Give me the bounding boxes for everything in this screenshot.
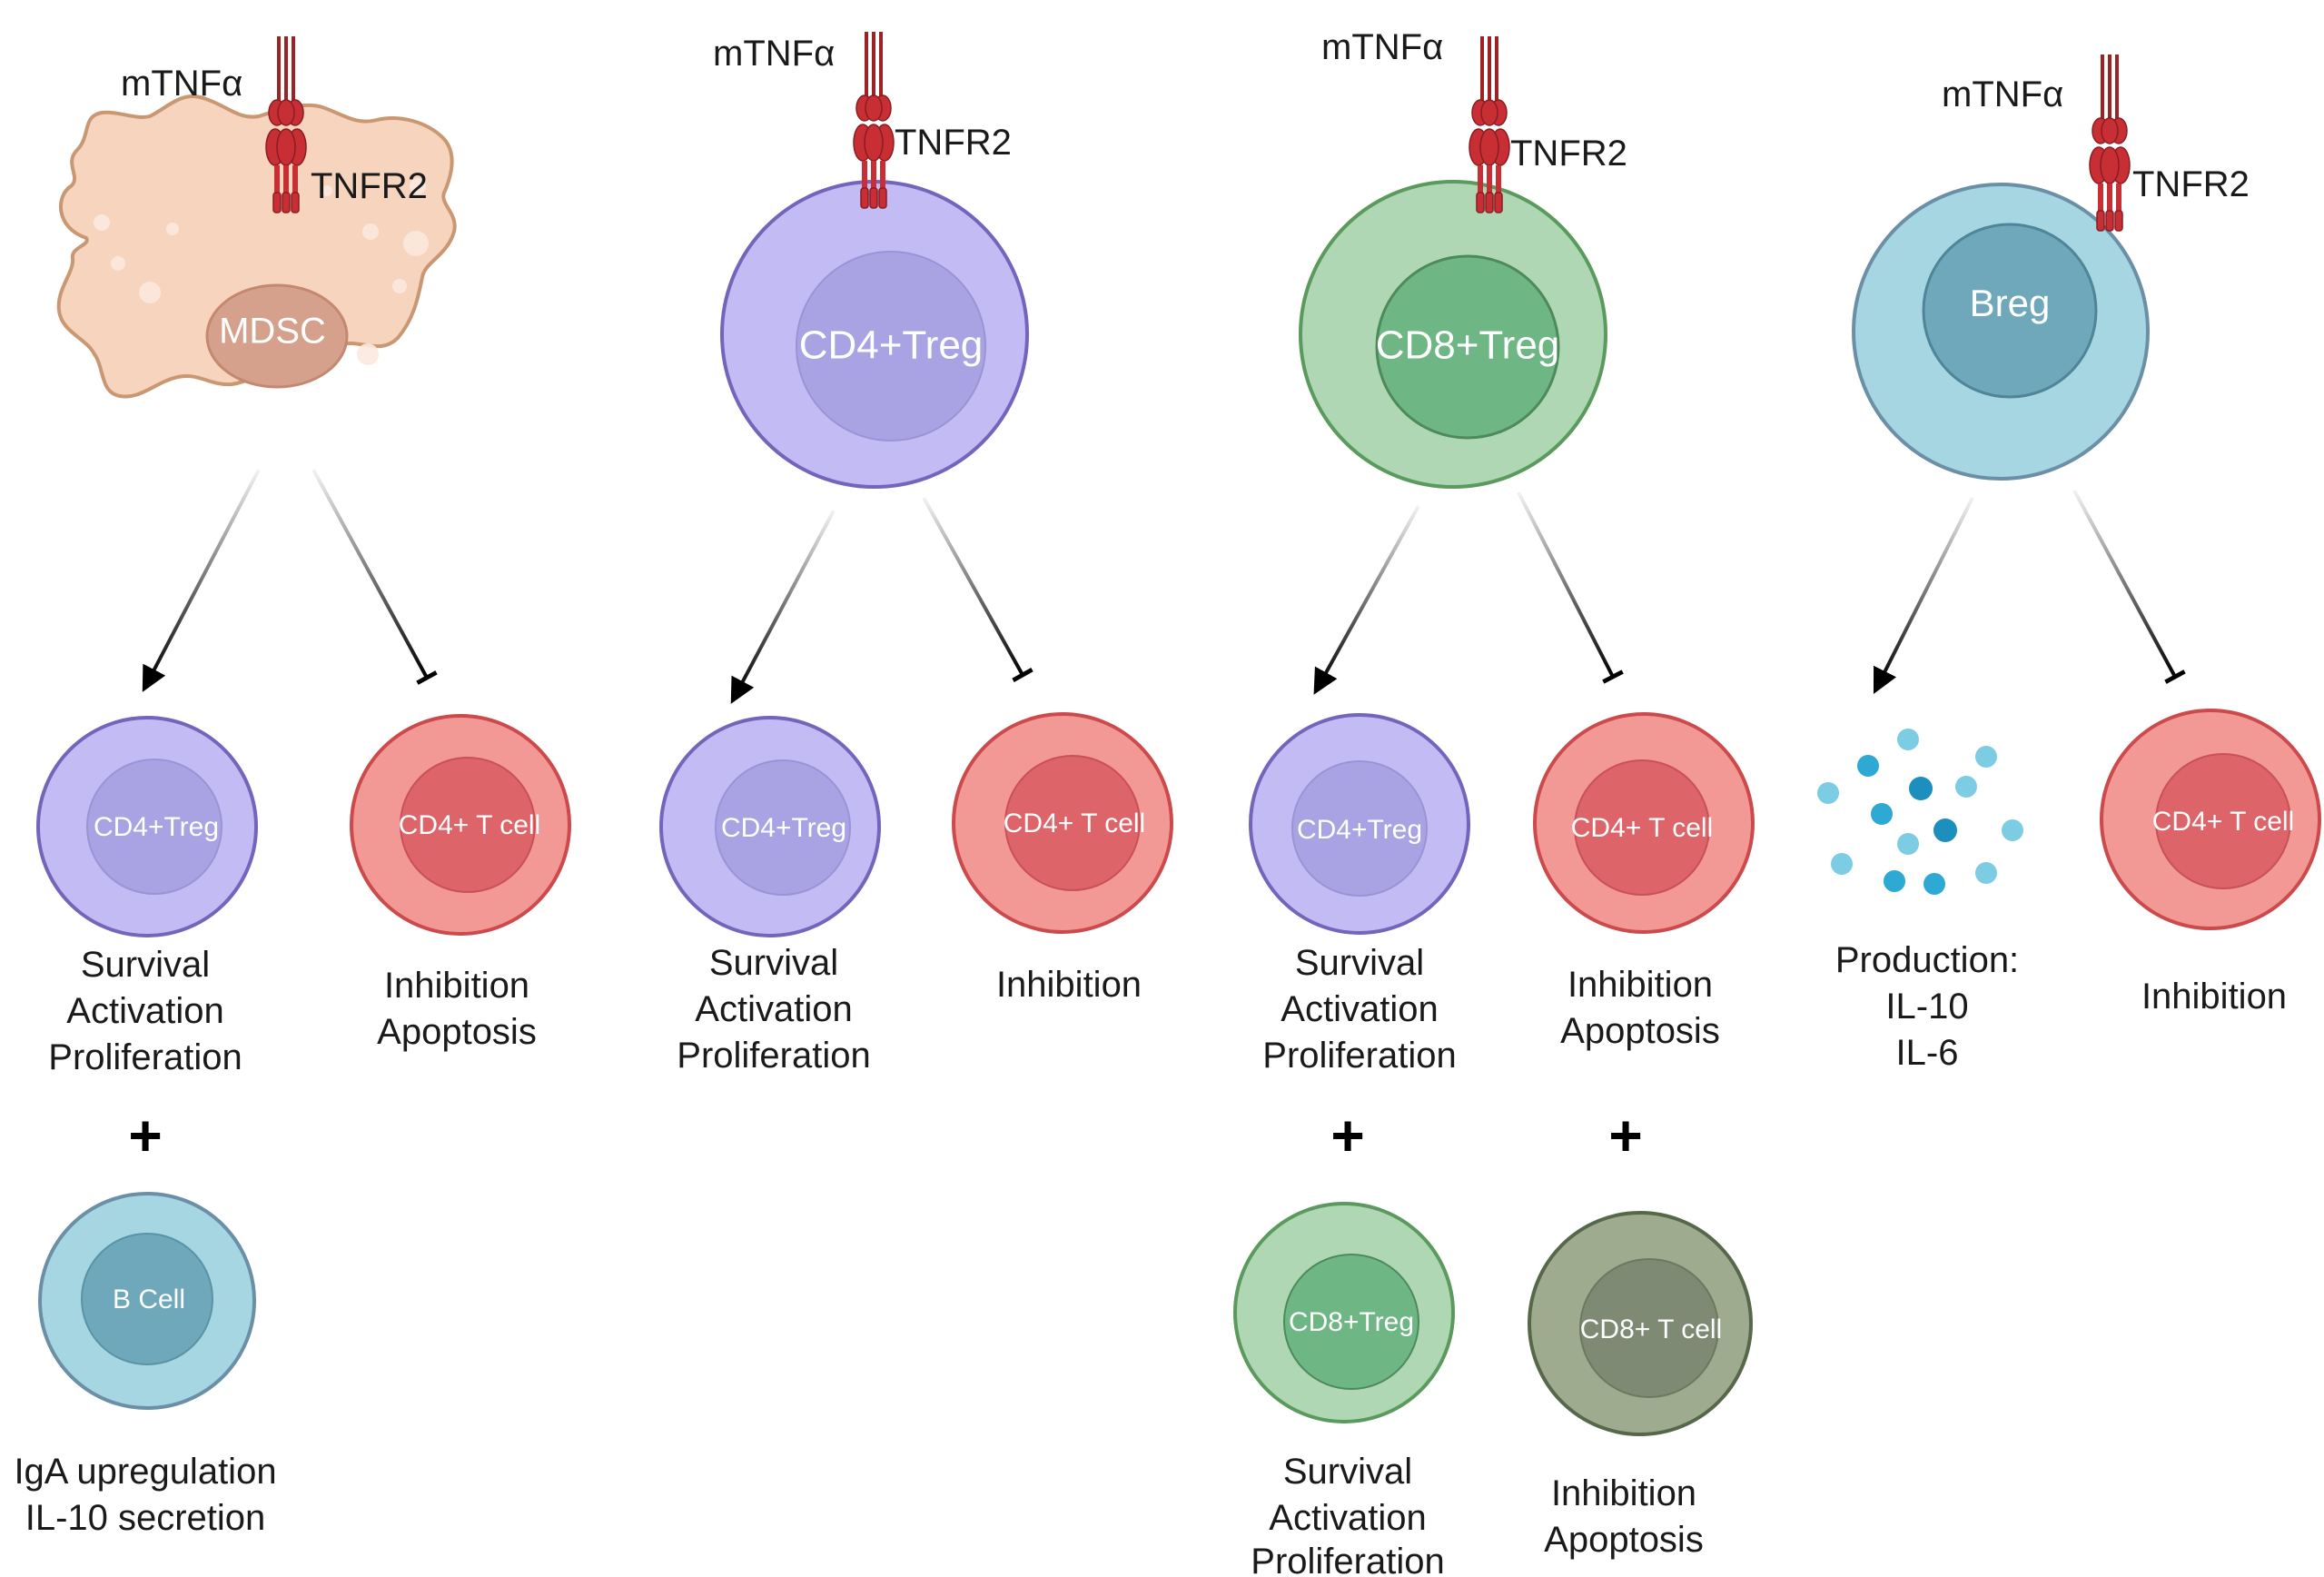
cd8treg-outcome-apoptosis: Apoptosis <box>1560 1011 1720 1051</box>
cd4treg-source-nucleus <box>796 251 986 441</box>
cd8treg-target-cd8tcell: CD8+ T cell <box>1528 1211 1753 1436</box>
cd4treg-target-cd4tcell: CD4+ T cell <box>952 712 1173 934</box>
svg-text:CD4+ T cell: CD4+ T cell <box>1004 808 1145 838</box>
cd8treg-source-nucleus <box>1375 254 1560 440</box>
mdsc-target-cd4treg: CD4+Treg <box>36 716 258 937</box>
svg-text:CD4+ T cell: CD4+ T cell <box>1571 813 1713 843</box>
mdsc-activation-arrow <box>142 469 261 692</box>
cd8treg-bottom-activation: Activation <box>1269 1498 1426 1538</box>
svg-text:CD4+ T cell: CD4+ T cell <box>399 810 540 840</box>
mdsc-column: MDSC mTNFα TNFR2 CD4+Treg CD4+ T cell Su… <box>14 35 571 1538</box>
cd8treg-column: CD8+Treg mTNFα TNFR2 CD4+Treg CD4+ T cel… <box>1233 27 1755 1577</box>
mdsc-mtnfa-label: mTNFα <box>121 64 242 104</box>
breg-outcome-inhibition: Inhibition <box>2141 977 2287 1017</box>
cd8treg-plus-sign-right: + <box>1608 1103 1642 1168</box>
breg-source-label: Breg <box>1970 282 2051 324</box>
cd8treg-mtnfa-label: mTNFα <box>1321 27 1443 67</box>
mdsc-outcome-activation: Activation <box>66 991 223 1031</box>
breg-cytokine-particles <box>1817 729 2023 895</box>
mdsc-target-bcell: B Cell <box>38 1192 256 1410</box>
cd8treg-bottom-apoptosis: Apoptosis <box>1544 1520 1704 1560</box>
svg-text:CD8+ T cell: CD8+ T cell <box>1580 1314 1722 1344</box>
mdsc-inhibition-arrow <box>312 469 438 685</box>
mdsc-outcome-inhibition: Inhibition <box>384 966 529 1006</box>
breg-inhibition-arrow <box>2072 490 2186 684</box>
mdsc-outcome-iga: IgA upregulation <box>14 1452 276 1492</box>
breg-receptor-complex <box>2088 53 2131 233</box>
cd4treg-mtnfa-label: mTNFα <box>713 34 835 74</box>
cd8treg-outcome-inhibition: Inhibition <box>1567 965 1713 1005</box>
breg-activation-arrow <box>1873 497 1974 694</box>
mdsc-label: MDSC <box>219 312 326 352</box>
cd8treg-outcome-activation: Activation <box>1281 989 1438 1029</box>
cd8treg-target-cd8treg: CD8+Treg <box>1233 1202 1455 1423</box>
breg-outcome-il6: IL-6 <box>1896 1033 1959 1073</box>
svg-text:CD4+Treg: CD4+Treg <box>94 812 219 842</box>
cd4treg-inhibition-arrow <box>922 497 1033 682</box>
cd4treg-outcome-survival: Survival <box>709 943 838 983</box>
cd8treg-bottom-inhibition: Inhibition <box>1551 1473 1696 1513</box>
cd4treg-outcome-inhibition: Inhibition <box>996 965 1142 1005</box>
cd4treg-activation-arrow <box>730 510 836 704</box>
cd4treg-target-cd4treg: CD4+Treg <box>659 716 881 937</box>
mdsc-outcome-il10-secretion: IL-10 secretion <box>25 1498 266 1538</box>
breg-column: Breg mTNFα TNFR2 CD4+ T cell P <box>1817 53 2321 1073</box>
cd8treg-plus-sign-left: + <box>1330 1103 1364 1168</box>
cd4treg-outcome-proliferation: Proliferation <box>677 1036 870 1076</box>
cd4treg-source-label: CD4+Treg <box>799 323 984 368</box>
mdsc-outcome-survival: Survival <box>81 945 210 985</box>
svg-text:CD4+ T cell: CD4+ T cell <box>2152 807 2294 837</box>
mdsc-tnfr2-label: TNFR2 <box>311 166 428 206</box>
breg-source-nucleus <box>1922 223 2098 399</box>
cd4treg-outcome-activation: Activation <box>695 989 852 1029</box>
cd8treg-tnfr2-label: TNFR2 <box>1510 134 1627 174</box>
breg-mtnfa-label: mTNFα <box>1942 74 2063 114</box>
svg-text:CD8+Treg: CD8+Treg <box>1289 1307 1414 1337</box>
mdsc-cell-body <box>56 94 457 399</box>
cd8treg-activation-arrow <box>1313 505 1420 695</box>
mdsc-plus-sign: + <box>128 1103 162 1168</box>
svg-text:CD4+Treg: CD4+Treg <box>721 813 846 843</box>
svg-text:CD4+Treg: CD4+Treg <box>1297 815 1422 845</box>
svg-text:B Cell: B Cell <box>113 1284 185 1314</box>
cd8treg-bottom-survival: Survival <box>1283 1452 1412 1492</box>
mdsc-outcome-proliferation: Proliferation <box>48 1037 242 1077</box>
mdsc-nucleus <box>205 283 349 389</box>
cd8treg-inhibition-arrow <box>1517 491 1624 684</box>
breg-outcome-il10: IL-10 <box>1885 987 1968 1027</box>
cd4treg-column: CD4+Treg mTNFα TNFR2 CD4+Treg CD4+ T cel… <box>659 30 1173 1076</box>
cd8treg-target-cd4tcell: CD4+ T cell <box>1533 712 1755 934</box>
cd8treg-target-cd4treg: CD4+Treg <box>1249 713 1470 935</box>
mdsc-outcome-apoptosis: Apoptosis <box>377 1012 537 1052</box>
cd8treg-source-label: CD8+Treg <box>1376 323 1560 368</box>
mdsc-target-cd4tcell: CD4+ T cell <box>350 714 571 936</box>
breg-outcome-production: Production: <box>1835 940 2019 980</box>
cd8treg-bottom-proliferation: Proliferation <box>1251 1542 1444 1577</box>
cd8treg-outcome-survival: Survival <box>1295 943 1424 983</box>
cd4treg-tnfr2-label: TNFR2 <box>895 123 1012 163</box>
breg-tnfr2-label: TNFR2 <box>2132 164 2250 204</box>
breg-target-cd4tcell: CD4+ T cell <box>2100 709 2321 930</box>
cd8treg-outcome-proliferation: Proliferation <box>1262 1036 1456 1076</box>
